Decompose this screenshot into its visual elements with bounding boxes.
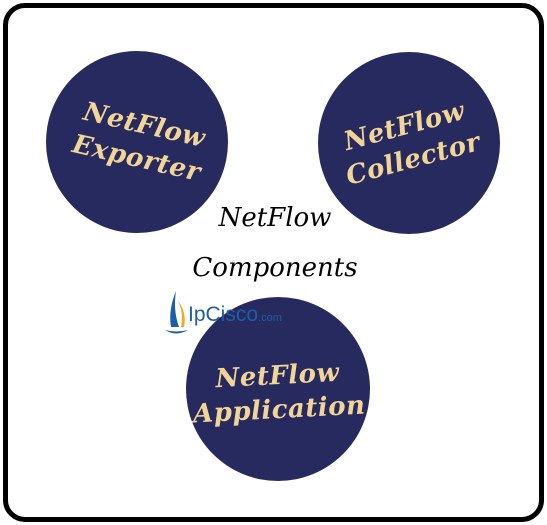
title-line2: Components [192, 253, 358, 283]
netflow-collector-node: NetFlow Collector [318, 52, 500, 234]
title-line1: NetFlow [218, 203, 332, 233]
sailboat-icon [165, 291, 188, 334]
diagram-title: NetFlow Components [160, 193, 390, 293]
netflow-exporter-node: NetFlow Exporter [46, 51, 228, 233]
logo-suffix: .com [258, 312, 282, 324]
netflow-application-node: NetFlow Application [186, 297, 370, 481]
ipcisco-logo: IpCisco.com [162, 289, 312, 339]
logo-name: IpCisco [188, 303, 259, 326]
logo-wordmark: IpCisco.com [188, 303, 282, 327]
